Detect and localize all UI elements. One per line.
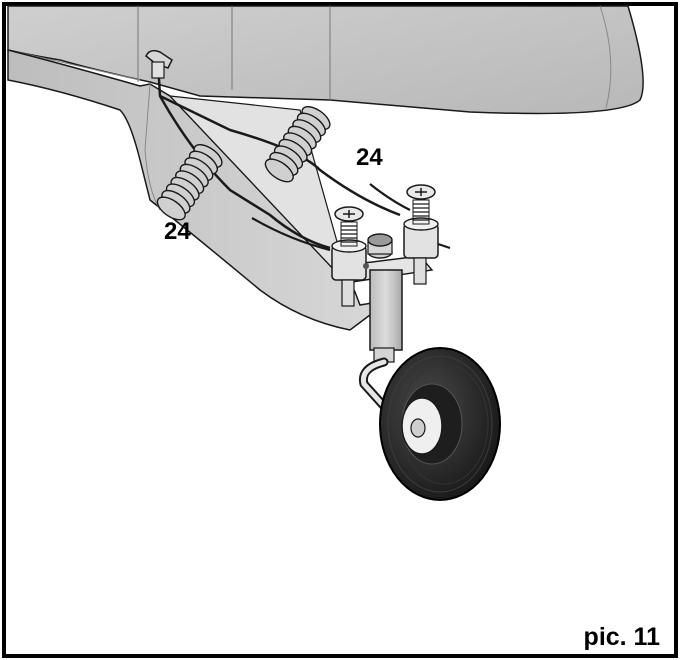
part-number-callout-left: 24 (164, 218, 191, 245)
spring-wires (251, 183, 411, 252)
screw-post-right (403, 184, 451, 285)
spring-left (156, 144, 223, 221)
part-number-callout-right: 24 (356, 144, 383, 171)
screw-post-left (331, 206, 369, 307)
fuselage-body (7, 5, 644, 115)
spring-right (264, 106, 331, 183)
figure-caption: pic. 11 (583, 623, 660, 651)
tail-wheel (379, 347, 501, 501)
steering-wire (156, 61, 401, 250)
hook-bracket (145, 49, 173, 79)
tail-post (369, 269, 403, 363)
